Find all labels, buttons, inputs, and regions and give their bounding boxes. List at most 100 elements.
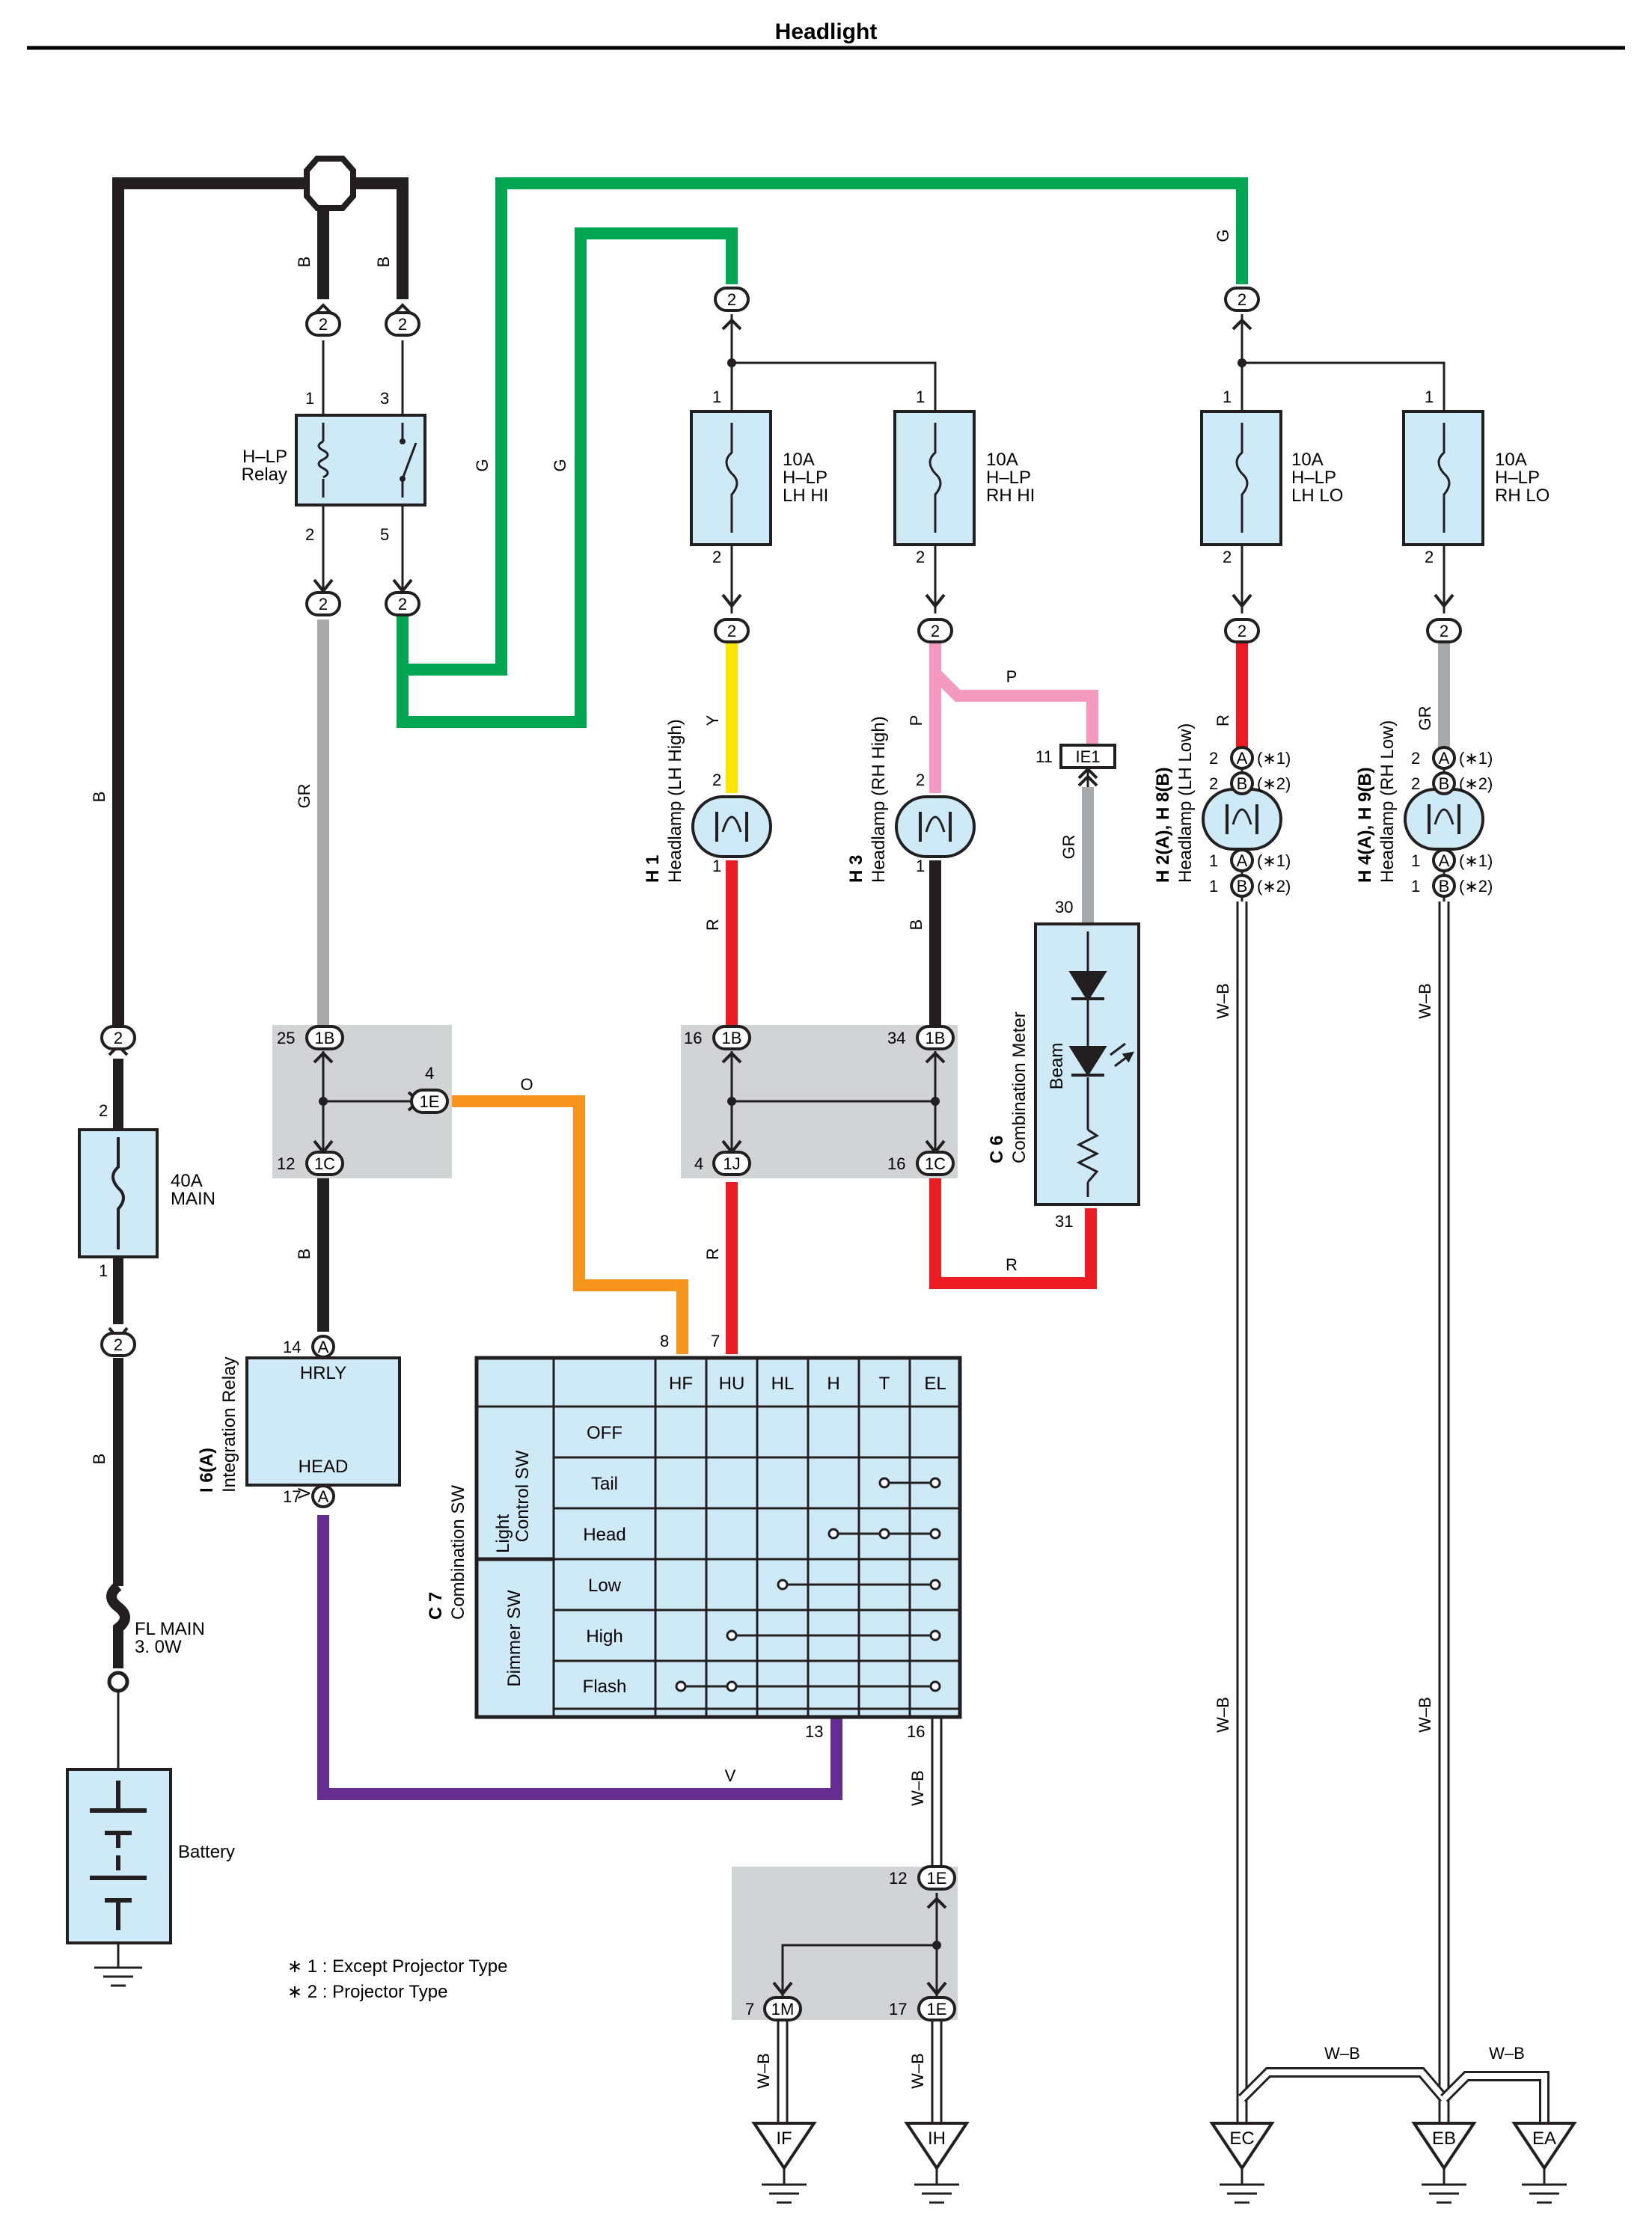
pn-lhlo-1a: 1 [1209,851,1218,870]
wire-g-a [397,177,1248,676]
c6-code: C 6 [987,1136,1007,1163]
ground-label-ea: EA [1532,2128,1556,2149]
pn-h3-1: 1 [916,857,925,875]
wire-p [929,643,1098,793]
c7-name: Combination SW [448,1485,468,1620]
ground-label-ih: IH [928,2128,946,2149]
ground-eb [1411,2122,1477,2204]
wl-wb8: W–B [754,2053,773,2089]
pin-b-lhlo-top: B [1237,774,1248,793]
main-fuse-name: MAIN [171,1189,215,1209]
pin-ie1: IE1 [1075,747,1100,766]
note-star1: ∗ 1 : Except Projector Type [287,1956,507,1977]
wl-wb4: W–B [1416,1697,1434,1733]
group-dimmer: Dimmer SW [504,1590,524,1687]
fuse-rhlo-sub: RH LO [1495,486,1549,506]
pn-f3-2: 2 [1223,548,1232,566]
wl-gr-rhlo: GR [1416,706,1434,731]
fuse-rhhi-name: H–LP [986,468,1031,488]
wire-wb-rhlo [1438,902,1450,2123]
pn-4a: 4 [425,1064,434,1083]
fuse-rhhi-sub: RH HI [986,486,1035,506]
fuse-lhlo-name: H–LP [1291,468,1336,488]
thin-relay [322,340,404,595]
headlamp-rh-high [895,795,976,858]
fuse-rhlo-name: H–LP [1495,468,1540,488]
headlamp-lh-high [691,795,772,858]
pin-1j: 1J [723,1154,740,1173]
fuse-lh-lo [1200,410,1282,546]
fuse-rhlo-rating: 10A [1495,450,1527,470]
group-light-control-l2: Control SW [513,1450,533,1542]
ground-ih [904,2122,970,2204]
pn-rhlo-2b: 2 [1411,774,1420,793]
pin-a-17: A [318,1487,329,1506]
switch-column-headers: HF HU HL H T EL [669,1374,946,1394]
wire-labels: B B B B B G G G GR GR GR Y P P R R R R B… [90,229,1525,2088]
pn-h1-1: 1 [712,857,721,875]
wire-r-meter [929,1178,1097,1289]
pn-4b: 4 [694,1154,703,1173]
notes: ∗ 1 : Except Projector Type ∗ 2 : Projec… [287,1956,507,2002]
i6-t1: HRLY [300,1363,346,1383]
wl-gr1: GR [295,784,313,809]
pn-17b: 17 [889,2000,907,2019]
h3-name: Headlamp (RH High) [869,716,889,883]
wl-b2: B [374,257,393,268]
pn-34: 34 [887,1029,905,1047]
pn-f2-2: 2 [916,548,925,566]
wl-b-relay-out: B [295,1249,313,1260]
wl-y: Y [703,714,722,726]
main-fuse-40a [78,1128,159,1258]
pn-lhlo-2a: 2 [1209,749,1218,768]
pn-main-1: 1 [99,1261,108,1280]
pin-1b-a: 1B [315,1029,335,1047]
wl-r-meter: R [1006,1255,1018,1274]
wl-v-horizontal: V [725,1766,736,1785]
connector-pin-labels: 2 2 2 2 2 2 2 2 2 2 2 2 1B 1C 1E 1B 1J 1… [114,290,1450,2019]
s1-rhlo-top: (∗1) [1459,749,1493,768]
wl-v-vertical: V [295,1487,313,1499]
pin-b-rhlo-bot: B [1439,877,1450,896]
pn-7b: 7 [745,2000,754,2019]
h4-code: H 4(A), H 9(B) [1355,767,1375,883]
hlp-relay [295,414,426,506]
wire-wb-lhlo [1236,902,1248,2123]
ground-if [751,2122,817,2204]
fuse-rh-lo [1402,410,1484,546]
row-high: High [586,1626,622,1647]
pin-2c: 2 [319,595,328,613]
pn-f1-2: 2 [712,548,721,566]
group-light-control-l1: Light [493,1514,513,1553]
pn-relay-2: 2 [305,525,314,544]
note-star2: ∗ 2 : Projector Type [287,1982,447,2002]
row-low: Low [588,1576,622,1596]
pin-b-rhlo-top: B [1439,774,1450,793]
wl-g-a: G [473,459,492,471]
ground-label-ec: EC [1229,2128,1254,2149]
col-hf: HF [669,1374,693,1394]
i6-code: I 6(A) [197,1448,217,1493]
pin-1b-c: 1B [926,1029,946,1047]
page-title: Headlight [775,19,878,44]
pin-a-rhlo-bot: A [1439,851,1450,870]
wl-wb1: W–B [1214,983,1232,1019]
headlamp-rh-low [1404,788,1484,851]
pn-12a: 12 [277,1154,295,1173]
wl-wb6: W–B [1489,2044,1525,2063]
pn-relay-5: 5 [380,525,389,544]
wl-wb5: W–B [1324,2044,1360,2063]
s1-lhlo-bot: (∗1) [1257,851,1291,870]
pn-lhlo-1b: 1 [1209,877,1218,896]
pn-h3-2: 2 [916,771,925,789]
pn-rhlo-1b: 1 [1411,877,1420,896]
wl-b1: B [295,257,313,268]
h1-name: Headlamp (LH High) [665,719,685,883]
wl-wb9: W–B [908,2053,927,2089]
fuse-lhhi-name: H–LP [783,468,827,488]
wire-o [452,1095,688,1354]
connectors [100,287,1462,2021]
pin-a-rhlo-top: A [1439,749,1450,768]
s1-lhlo-top: (∗1) [1257,749,1291,768]
